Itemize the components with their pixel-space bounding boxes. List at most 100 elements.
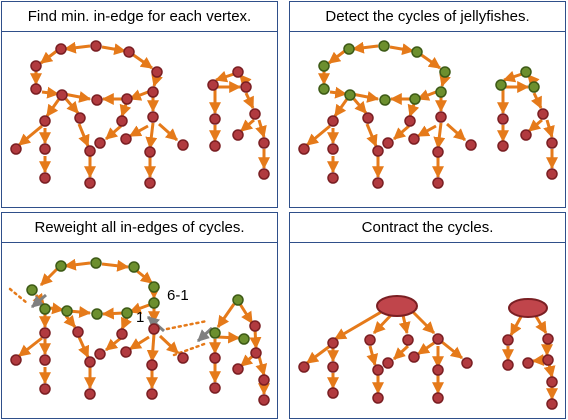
vertex — [39, 172, 51, 184]
vertex — [327, 115, 339, 127]
edge-arrow — [441, 340, 463, 360]
vertex — [177, 352, 189, 364]
edge-arrow — [416, 124, 437, 138]
edge-arrow — [528, 118, 543, 133]
vertex — [542, 333, 554, 345]
edge-arrow — [77, 336, 90, 359]
edge-arrow — [18, 124, 43, 147]
cycle-vertex — [148, 297, 160, 309]
edge-arrow — [101, 307, 125, 320]
vertex — [84, 177, 96, 189]
vertex — [432, 392, 444, 404]
vertex — [232, 129, 244, 141]
edge-arrow — [306, 124, 331, 147]
edge-arrow — [392, 344, 410, 361]
edge-arrow — [216, 331, 241, 344]
vertex — [10, 143, 22, 155]
edge-arrow — [351, 41, 379, 54]
vertex — [432, 146, 444, 158]
vertex — [55, 43, 67, 55]
edge-arrow — [352, 98, 368, 114]
vertex — [56, 89, 68, 101]
vertex — [84, 388, 96, 400]
cycle-vertex — [344, 89, 356, 101]
edges — [306, 41, 558, 179]
edge-arrow — [8, 287, 29, 305]
cycle-vertex — [121, 307, 133, 319]
edge-arrow — [63, 91, 92, 103]
cycle-vertex — [520, 66, 532, 78]
edge-arrow — [128, 335, 150, 351]
vertex — [84, 356, 96, 368]
vertex — [461, 357, 473, 369]
edge-arrow — [351, 91, 380, 103]
edge-arrow — [101, 43, 127, 56]
vertex — [327, 361, 339, 373]
vertex — [372, 364, 384, 376]
cycle-vertex — [61, 305, 73, 317]
edge-arrow — [446, 122, 466, 142]
contracted-cycle-node — [508, 298, 548, 318]
vertex — [435, 111, 447, 123]
edge-arrow — [128, 124, 149, 138]
vertex — [249, 320, 261, 332]
panel-title: Detect the cycles of jellyfishes. — [290, 2, 565, 32]
cycle-vertex — [435, 86, 447, 98]
vertex — [91, 94, 103, 106]
edge-arrow — [41, 86, 60, 99]
vertex — [258, 394, 270, 406]
vertex — [123, 46, 135, 58]
vertex — [327, 143, 339, 155]
edge-arrow — [146, 333, 159, 363]
panel-find-min-in-edge: Find min. in-edge for each vertex. — [1, 1, 278, 208]
vertex — [522, 357, 534, 369]
vertex — [30, 60, 42, 72]
cycle-vertex — [39, 303, 51, 315]
weight-label-left: 1 — [136, 309, 144, 326]
vertex — [120, 346, 132, 358]
edge-arrow — [119, 103, 132, 118]
vertex — [209, 352, 221, 364]
edge-arrow — [64, 98, 80, 114]
vertex — [74, 112, 86, 124]
edge-arrow — [365, 123, 378, 148]
edges — [8, 258, 270, 396]
vertex — [121, 93, 133, 105]
edge-arrow — [101, 259, 130, 272]
cycle-vertex — [379, 94, 391, 106]
vertex — [120, 133, 132, 145]
edge-arrow — [543, 363, 556, 379]
panel-reweight-in-edges: Reweight all in-edges of cycles. — [1, 212, 278, 419]
edge-arrow — [240, 118, 255, 133]
edge-arrow — [255, 355, 268, 377]
vertex — [209, 140, 221, 152]
cycle-vertex — [439, 66, 451, 78]
graph-diagram — [298, 295, 558, 410]
vertex — [258, 168, 270, 180]
vertex — [432, 364, 444, 376]
edge-arrow — [531, 354, 545, 366]
vertex — [144, 146, 156, 158]
cycle-vertex — [528, 81, 540, 93]
edge-arrow — [214, 70, 235, 83]
edge-arrow — [49, 302, 65, 315]
edge-arrow — [328, 48, 347, 65]
edge-arrow — [18, 336, 43, 358]
edge-arrow — [40, 48, 59, 65]
vertex — [546, 398, 558, 410]
vertex — [327, 337, 339, 349]
edge-arrow — [417, 341, 435, 356]
vertex — [327, 172, 339, 184]
vertex — [404, 115, 416, 127]
vertex — [39, 354, 51, 366]
vertex — [502, 334, 514, 346]
vertex — [432, 333, 444, 345]
cycle-vertex — [148, 281, 160, 293]
cycle-vertex — [409, 93, 421, 105]
vertex — [502, 359, 514, 371]
panel-detect-cycles: Detect the cycles of jellyfishes. — [289, 1, 566, 208]
edge-arrow — [408, 307, 436, 335]
reweighted-edge-arrow — [196, 326, 214, 343]
edge-arrow — [333, 306, 389, 341]
panel-title: Reweight all in-edges of cycles. — [2, 213, 277, 243]
